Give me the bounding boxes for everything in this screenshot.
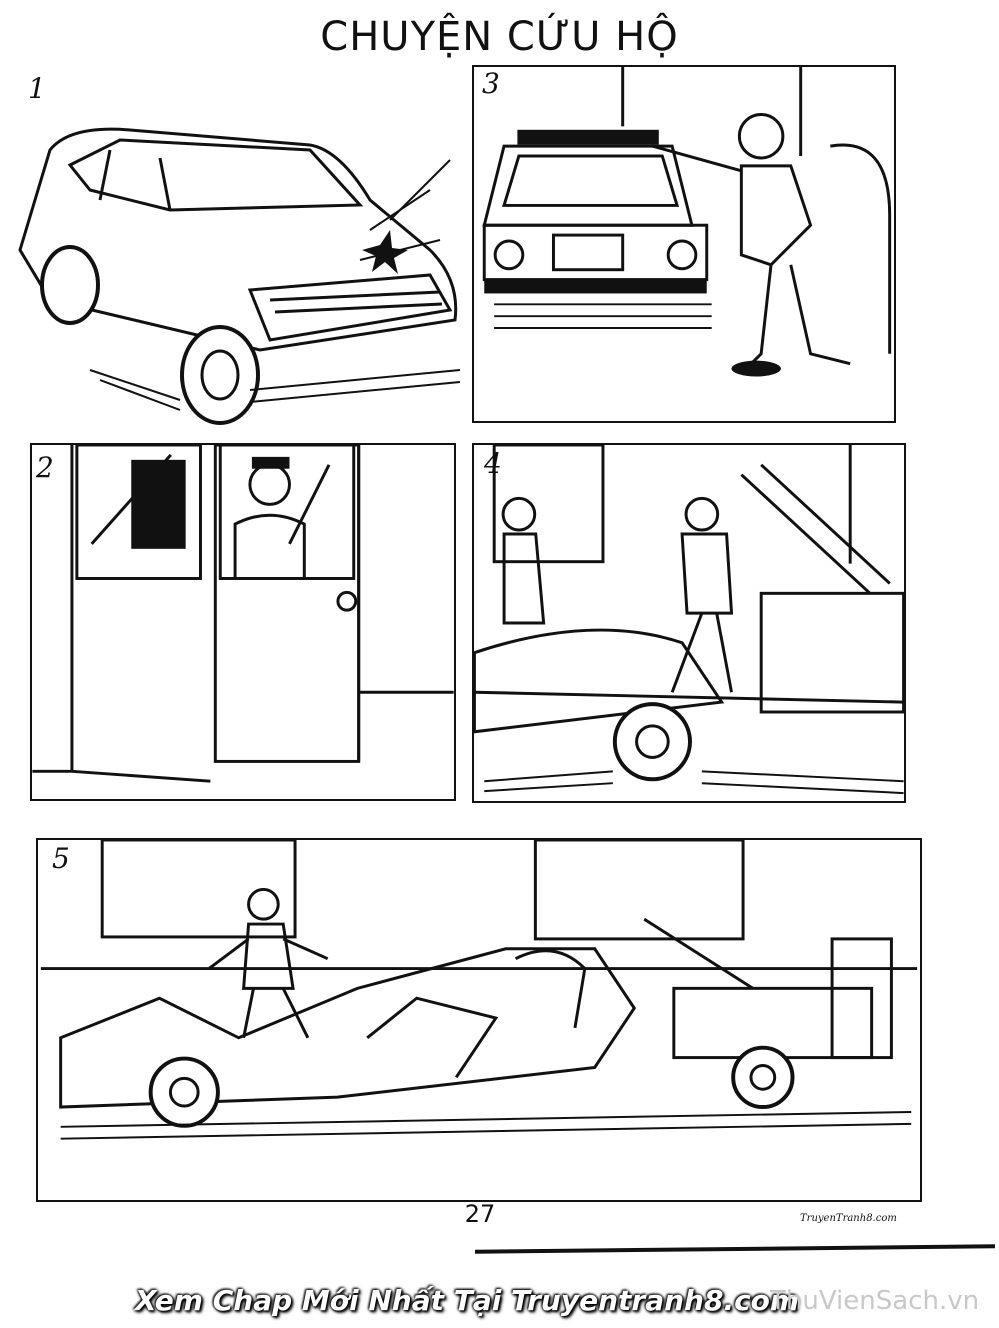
car-wreck-illustration xyxy=(40,840,918,1140)
panel-number-4: 4 xyxy=(484,447,502,480)
panel-3: 3 xyxy=(472,65,896,423)
panel-4: 4 xyxy=(472,443,906,803)
site-watermark: Xem Chap Mới Nhất Tại Truyentranh8.com xyxy=(135,1284,800,1317)
panel-number-1: 1 xyxy=(28,72,46,105)
crashed-car-illustration xyxy=(18,127,461,425)
page-number: 27 xyxy=(464,1200,496,1228)
panel-number-5: 5 xyxy=(52,842,70,875)
police-car-illustration xyxy=(482,67,892,377)
panel-5: 5 xyxy=(36,838,922,1202)
secondary-watermark: ThuVienSach.vn xyxy=(770,1286,980,1316)
panel-2: 2 xyxy=(30,443,456,801)
page-title: CHUYỆN CỨU HỘ xyxy=(320,14,679,60)
site-credit: TruyenTranh8.com xyxy=(800,1213,897,1224)
panel-1: 1 xyxy=(10,70,465,425)
panel-number-2: 2 xyxy=(36,451,54,484)
phone-booth-illustration xyxy=(32,445,454,783)
tow-truck-approach-illustration xyxy=(474,445,904,795)
footer-rule xyxy=(475,1244,995,1254)
panel-number-3: 3 xyxy=(482,67,500,100)
